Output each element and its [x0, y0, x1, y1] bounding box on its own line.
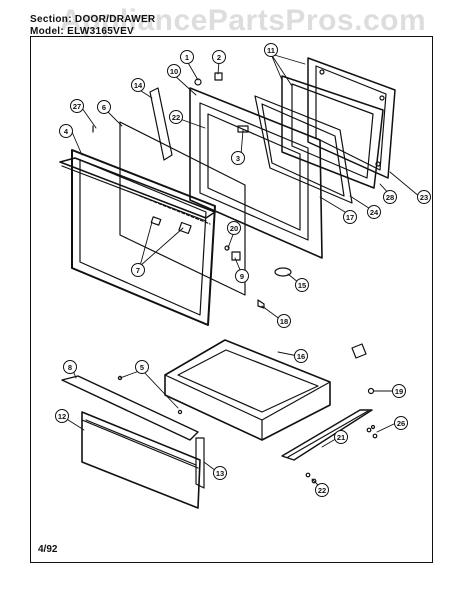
diagram-header: Section: DOOR/DRAWER Model: ELW3165VEV: [30, 14, 330, 38]
svg-text:2: 2: [217, 53, 221, 62]
svg-text:6: 6: [102, 103, 106, 112]
svg-text:5: 5: [140, 363, 144, 372]
callout-19: 19: [392, 384, 406, 398]
callout-15: 15: [295, 278, 309, 292]
callout-9: 9: [235, 269, 249, 283]
svg-text:21: 21: [337, 433, 345, 442]
svg-text:10: 10: [170, 67, 178, 76]
svg-text:17: 17: [346, 213, 354, 222]
svg-text:11: 11: [267, 46, 275, 55]
callout-3: 3: [231, 151, 245, 165]
outer-door-frame: [71, 149, 216, 326]
drawer-hardware: [117, 343, 378, 484]
svg-text:26: 26: [397, 419, 405, 428]
section-title: Section: DOOR/DRAWER: [30, 14, 156, 25]
callout-1: 1: [180, 50, 194, 64]
callout-22-drawer: 22: [315, 483, 329, 497]
callout-27: 27: [70, 99, 84, 113]
watermark-text: AppliancePartsPros.com: [60, 4, 427, 37]
drawer-handle-trim: [61, 375, 199, 441]
diagram-frame: [30, 36, 433, 563]
door-glass-panel: [119, 121, 246, 296]
door-baffle: [254, 95, 353, 204]
drawer-front-panel: [81, 411, 205, 509]
svg-text:13: 13: [216, 469, 224, 478]
callout-4: 4: [59, 124, 73, 138]
callout-11: 11: [264, 43, 278, 57]
hinge-strip: [149, 87, 173, 161]
svg-text:24: 24: [370, 208, 379, 217]
callout-17: 17: [343, 210, 357, 224]
callout-13: 13: [213, 466, 227, 480]
svg-text:3: 3: [236, 154, 240, 163]
door-handle: [59, 157, 216, 222]
inner-door-liner: [189, 87, 323, 259]
inner-door-panels: [281, 57, 396, 189]
svg-text:20: 20: [230, 224, 238, 233]
revision-date: 4/92: [38, 544, 58, 555]
callout-21: 21: [334, 430, 348, 444]
callout-6: 6: [97, 100, 111, 114]
callout-24: 24: [367, 205, 381, 219]
callout-16: 16: [294, 349, 308, 363]
svg-text:12: 12: [58, 412, 66, 421]
svg-text:4: 4: [64, 127, 69, 136]
callout-22-door: 22: [169, 110, 183, 124]
callout-5: 5: [135, 360, 149, 374]
svg-text:27: 27: [73, 102, 81, 111]
svg-text:8: 8: [68, 363, 72, 372]
callout-8: 8: [63, 360, 77, 374]
svg-text:22: 22: [172, 113, 180, 122]
callout-10: 10: [167, 64, 181, 78]
drawer-slide-rail: [281, 409, 373, 461]
callout-28: 28: [383, 190, 397, 204]
callout-14: 14: [131, 78, 145, 92]
svg-text:16: 16: [297, 352, 305, 361]
callout-18: 18: [277, 314, 291, 328]
small-hardware-parts: [92, 72, 292, 309]
svg-text:7: 7: [136, 266, 140, 275]
callout-2: 2: [212, 50, 226, 64]
model-title: Model: ELW3165VEV: [30, 26, 135, 37]
svg-text:14: 14: [134, 81, 143, 90]
svg-text:19: 19: [395, 387, 403, 396]
callout-7: 7: [131, 263, 145, 277]
svg-text:1: 1: [185, 53, 189, 62]
svg-text:18: 18: [280, 317, 288, 326]
drawer-box: [164, 339, 331, 441]
callout-23: 23: [417, 190, 431, 204]
callout-20: 20: [227, 221, 241, 235]
svg-text:9: 9: [240, 272, 244, 281]
callout-26: 26: [394, 416, 408, 430]
callout-12: 12: [55, 409, 69, 423]
handle-brackets: [139, 195, 211, 235]
svg-text:23: 23: [420, 193, 428, 202]
svg-text:15: 15: [298, 281, 306, 290]
svg-text:28: 28: [386, 193, 394, 202]
svg-text:22: 22: [318, 486, 326, 495]
